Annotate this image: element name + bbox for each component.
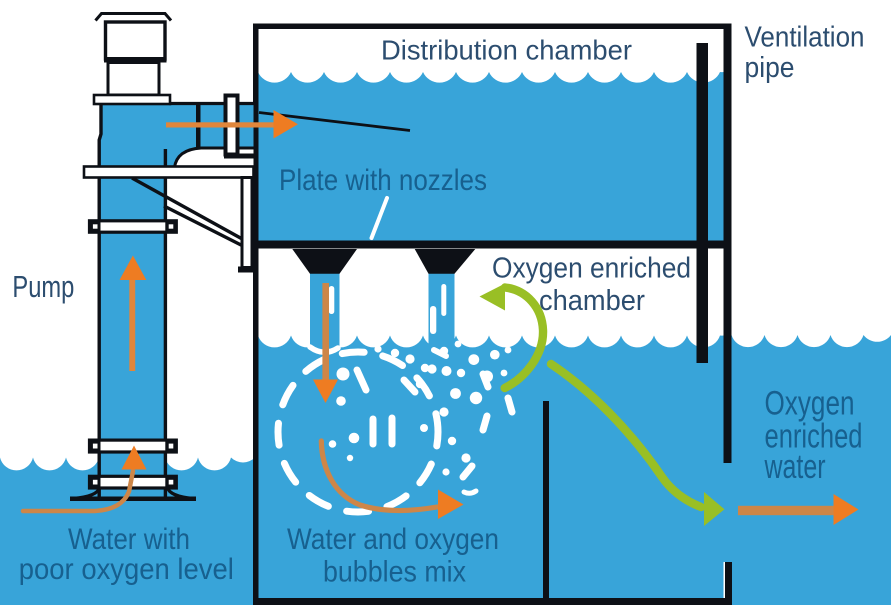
- svg-text:poor oxygen level: poor oxygen level: [19, 553, 234, 586]
- svg-text:chamber: chamber: [539, 285, 645, 317]
- svg-text:Oxygen enriched: Oxygen enriched: [492, 253, 691, 285]
- svg-text:Pump: Pump: [12, 270, 74, 304]
- svg-text:bubbles mix: bubbles mix: [323, 556, 466, 589]
- svg-text:Ventilation: Ventilation: [745, 22, 865, 54]
- svg-text:enriched: enriched: [765, 418, 863, 456]
- svg-text:pipe: pipe: [745, 52, 795, 84]
- svg-text:Plate with nozzles: Plate with nozzles: [279, 164, 487, 197]
- svg-text:water: water: [764, 448, 826, 486]
- svg-text:Water and oxygen: Water and oxygen: [287, 523, 499, 556]
- svg-text:Oxygen: Oxygen: [765, 385, 855, 423]
- svg-text:Distribution chamber: Distribution chamber: [381, 35, 632, 66]
- svg-text:Water with: Water with: [68, 523, 190, 556]
